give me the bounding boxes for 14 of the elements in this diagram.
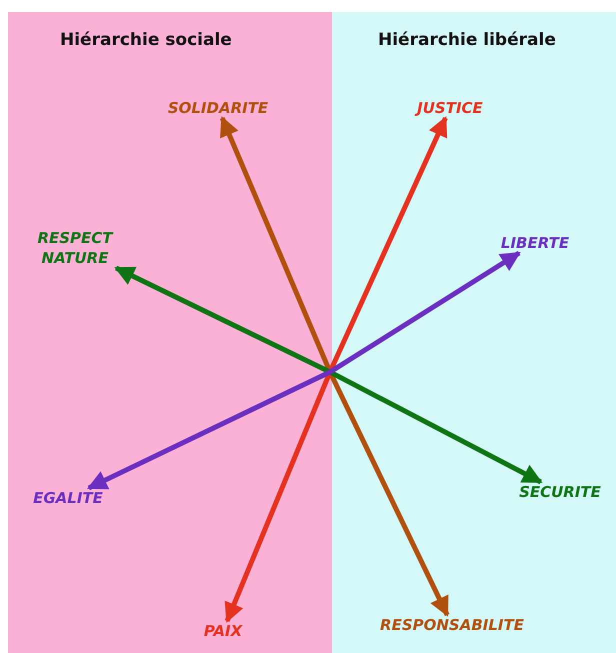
panel-heading: Hiérarchie sociale <box>60 30 232 50</box>
value-label: LIBERTE <box>485 233 585 253</box>
value-label: RESPECT NATURE <box>25 228 125 268</box>
panel <box>8 12 332 653</box>
panel-heading: Hiérarchie libérale <box>378 30 556 50</box>
double-arrow <box>87 250 521 490</box>
value-label: EGALITE <box>18 488 118 508</box>
double-arrow <box>114 266 543 484</box>
value-label: PAIX <box>183 621 263 641</box>
value-label: SECURITE <box>510 482 610 502</box>
value-label: JUSTICE <box>400 98 500 118</box>
value-label: SOLIDARITE <box>153 98 283 118</box>
panel <box>332 12 616 653</box>
value-label: RESPONSABILITE <box>362 615 542 635</box>
